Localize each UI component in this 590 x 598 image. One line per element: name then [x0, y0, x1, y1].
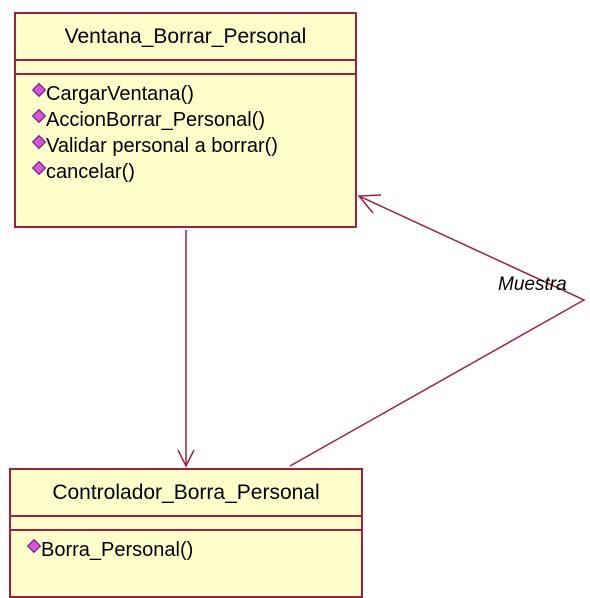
operation-icon	[31, 160, 47, 176]
operation-icon	[31, 108, 47, 124]
dependency-arrowhead-icon	[177, 449, 195, 468]
operation-item: cancelar()	[31, 159, 355, 185]
operation-label: CargarVentana()	[46, 83, 194, 105]
operations-compartment: CargarVentana() AccionBorrar_Personal() …	[16, 75, 355, 185]
attributes-compartment	[11, 517, 361, 531]
relations-layer	[177, 194, 586, 468]
operation-label: Validar personal a borrar()	[46, 135, 278, 157]
operation-item: AccionBorrar_Personal()	[31, 107, 355, 133]
class-name: Ventana_Borrar_Personal	[16, 14, 355, 61]
operation-label: Borra_Personal()	[41, 539, 194, 561]
muestra-association-line	[289, 195, 586, 467]
operation-item: Validar personal a borrar()	[31, 133, 355, 159]
operation-label: cancelar()	[46, 161, 135, 183]
operations-compartment: Borra_Personal()	[11, 531, 361, 563]
attributes-compartment	[16, 61, 355, 75]
operation-item: CargarVentana()	[31, 81, 355, 107]
muestra-association-label: Muestra	[498, 274, 567, 295]
class-controlador-borra-personal[interactable]: Controlador_Borra_Personal Borra_Persona…	[9, 468, 363, 598]
operation-label: AccionBorrar_Personal()	[46, 109, 265, 131]
operation-item: Borra_Personal()	[26, 537, 361, 563]
operation-icon	[26, 538, 42, 554]
class-ventana-borrar-personal[interactable]: Ventana_Borrar_Personal CargarVentana() …	[14, 12, 357, 228]
class-name: Controlador_Borra_Personal	[11, 470, 361, 517]
operation-icon	[31, 134, 47, 150]
operation-icon	[31, 82, 47, 98]
muestra-arrowhead-icon	[357, 194, 382, 214]
